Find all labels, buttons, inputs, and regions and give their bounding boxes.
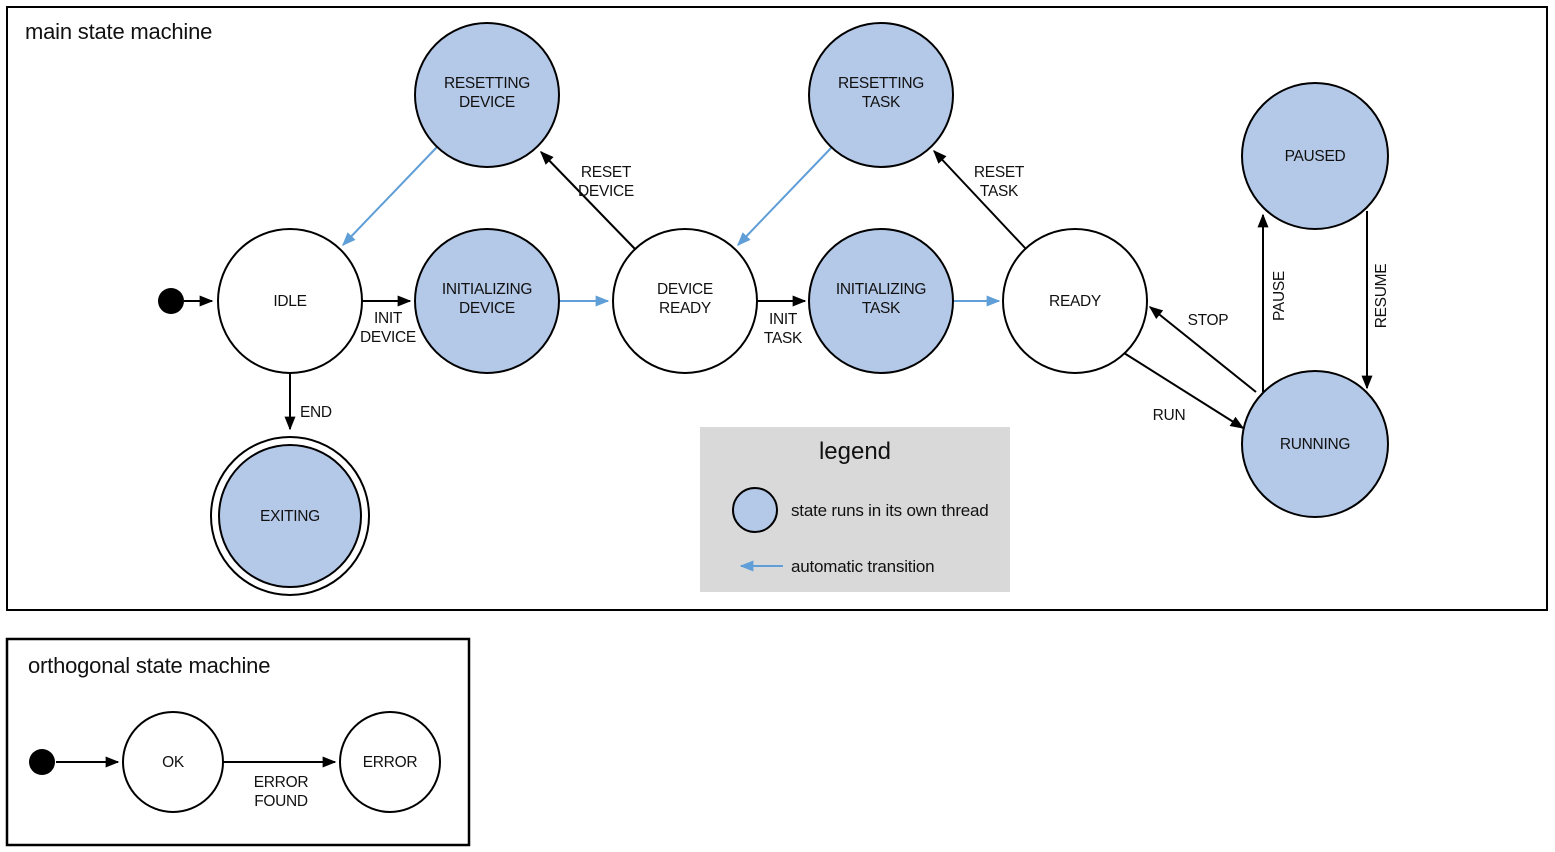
state-exiting-final: EXITING <box>210 436 370 596</box>
transition-resetting-device-to-idle-auto <box>342 146 438 246</box>
state-resetting-task-circle <box>808 22 954 168</box>
state-error-label: ERROR <box>363 754 418 771</box>
transition-label-resume: RESUME <box>1373 264 1390 329</box>
transition-label-pause: PAUSE <box>1271 271 1288 321</box>
main-state-machine-frame <box>6 6 1548 611</box>
state-error: ERROR <box>339 711 441 813</box>
state-paused-circle <box>1241 82 1389 230</box>
legend: legend state runs in its own thread auto… <box>700 427 1010 592</box>
transition-ready-to-resetting-task <box>933 149 1027 250</box>
state-ok: OK <box>122 711 224 813</box>
legend-thread-label: state runs in its own thread <box>791 501 989 520</box>
state-idle-label: IDLE <box>273 293 306 310</box>
state-running: RUNNING <box>1241 370 1389 518</box>
state-exiting-circle <box>218 444 362 588</box>
transition-running-to-ready-stop <box>1148 306 1257 393</box>
state-ready: READY <box>1002 228 1148 374</box>
state-resetting-device-circle <box>414 22 560 168</box>
transition-resetting-task-to-device-ready-auto <box>737 146 833 246</box>
state-running-label: RUNNING <box>1280 436 1350 453</box>
orthogonal-initial-state-icon <box>29 749 55 775</box>
state-paused: PAUSED <box>1241 82 1389 230</box>
transition-device-ready-to-resetting-device <box>540 151 636 250</box>
state-ready-label: READY <box>1049 293 1101 310</box>
initial-state-icon <box>158 288 184 314</box>
state-initializing-device-circle <box>414 228 560 374</box>
legend-title: legend <box>819 438 891 465</box>
transition-ready-to-running-run <box>1123 352 1245 429</box>
state-running-circle <box>1241 370 1389 518</box>
transition-label-end: END <box>300 404 332 421</box>
transition-label-stop: STOP <box>1188 312 1229 329</box>
legend-threaded-state-icon <box>732 487 778 533</box>
state-paused-label: PAUSED <box>1285 148 1346 165</box>
orthogonal-state-machine-title: orthogonal state machine <box>28 653 270 678</box>
transition-label-run: RUN <box>1153 407 1186 424</box>
state-ready-circle <box>1002 228 1148 374</box>
state-initializing-task-circle <box>808 228 954 374</box>
orthogonal-state-machine-frame <box>5 637 471 847</box>
state-idle-circle <box>217 228 363 374</box>
state-error-circle <box>339 711 441 813</box>
state-exiting-label: EXITING <box>260 508 320 525</box>
legend-auto-label: automatic transition <box>791 557 934 576</box>
state-idle: IDLE <box>217 228 363 374</box>
state-ok-label: OK <box>162 754 185 771</box>
state-ok-circle <box>122 711 224 813</box>
state-device-ready-circle <box>612 228 758 374</box>
main-state-machine-title: main state machine <box>25 19 212 44</box>
